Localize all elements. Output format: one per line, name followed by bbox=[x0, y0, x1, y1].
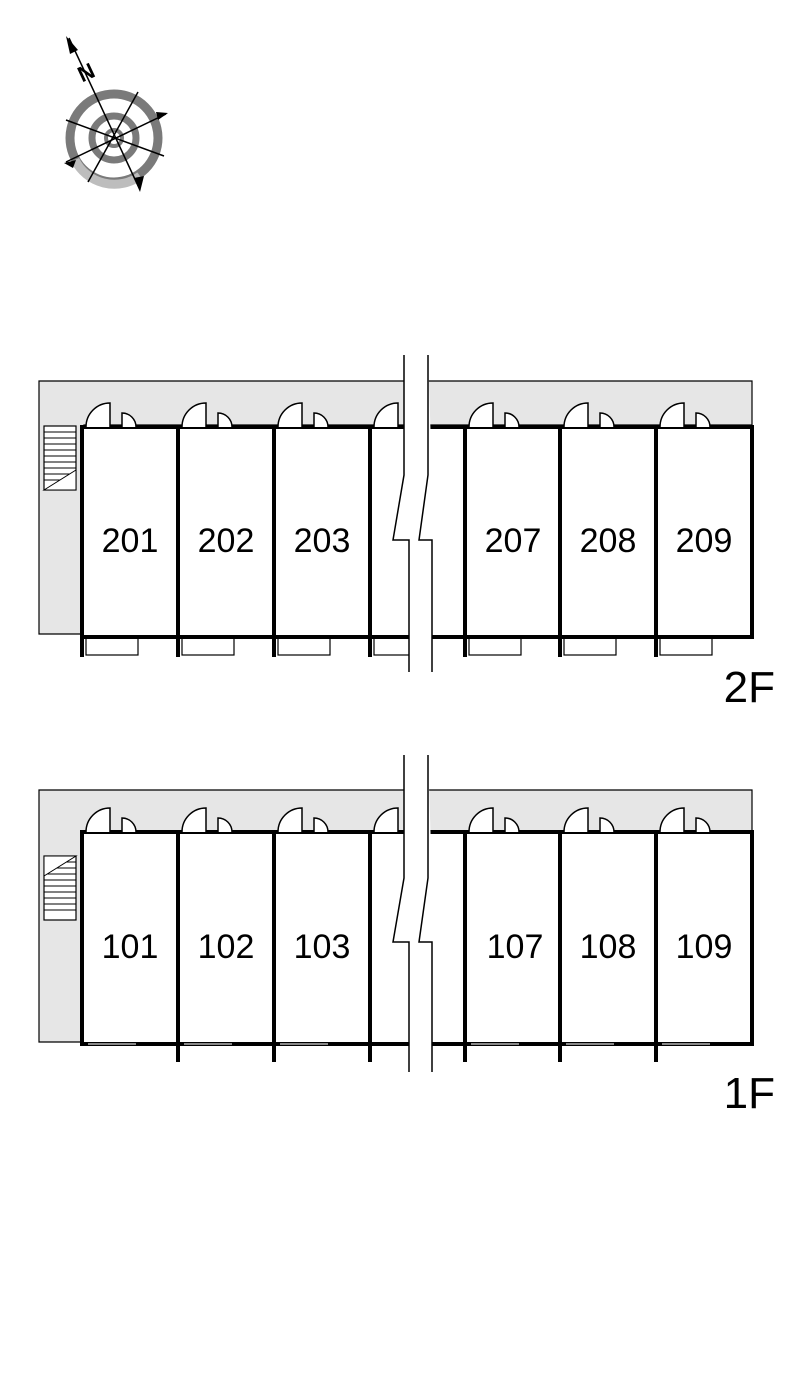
unit-label: 209 bbox=[676, 522, 733, 560]
floor-2f-plan: 201 202 203 207 208 209 2F bbox=[38, 355, 775, 712]
staircase-1f bbox=[43, 855, 78, 921]
compass-rose-icon: N bbox=[64, 36, 168, 192]
north-letter: N bbox=[74, 58, 99, 87]
unit-label: 103 bbox=[294, 928, 351, 966]
unit-label: 102 bbox=[198, 928, 255, 966]
unit-label: 108 bbox=[580, 928, 637, 966]
unit-label: 101 bbox=[102, 928, 159, 966]
doors-1f bbox=[85, 807, 711, 833]
unit-label: 203 bbox=[294, 522, 351, 560]
break-line-2f bbox=[392, 355, 433, 672]
unit-label: 208 bbox=[580, 522, 637, 560]
floor-label: 2F bbox=[724, 663, 775, 712]
unit-label: 207 bbox=[485, 522, 542, 560]
unit-label: 109 bbox=[676, 928, 733, 966]
unit-label: 107 bbox=[487, 928, 544, 966]
floor-1f-plan: 101 102 103 107 108 109 1F bbox=[38, 755, 775, 1118]
unit-label: 202 bbox=[198, 522, 255, 560]
unit-label: 201 bbox=[102, 522, 159, 560]
doors-2f bbox=[85, 402, 711, 428]
break-line-1f bbox=[392, 755, 433, 1072]
floor-label: 1F bbox=[724, 1069, 775, 1118]
staircase-2f bbox=[42, 425, 77, 491]
